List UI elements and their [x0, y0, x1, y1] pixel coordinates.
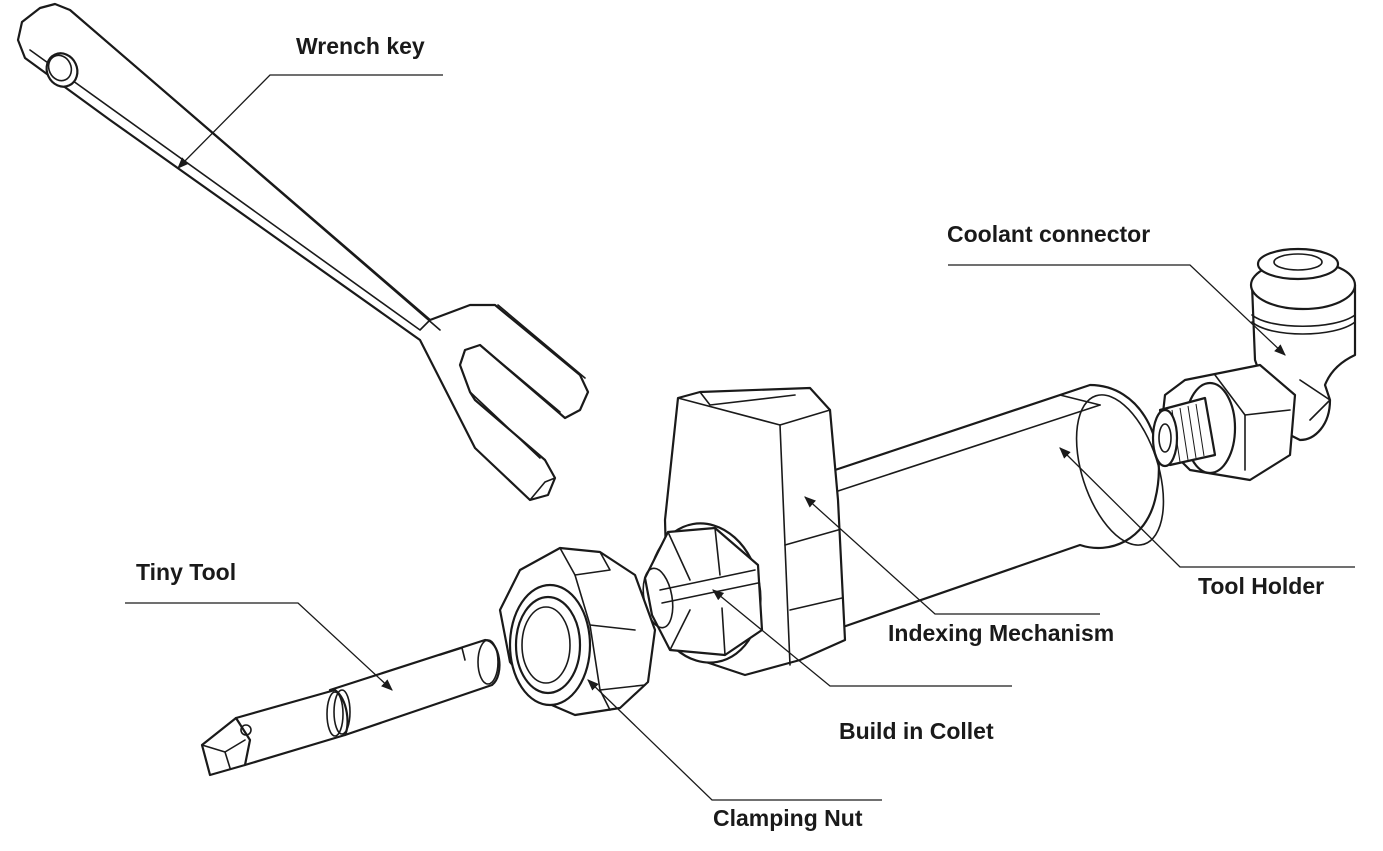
coolant-connector-part — [1151, 247, 1357, 482]
tiny-tool-part — [200, 638, 501, 777]
leader-lines — [125, 74, 1355, 801]
build-in-collet-part — [642, 522, 764, 664]
build-in-collet-label: Build in Collet — [839, 718, 994, 744]
tiny-tool-label: Tiny Tool — [136, 559, 237, 585]
leader-indexing-mechanism — [804, 496, 1100, 615]
tool-holder-part — [833, 383, 1165, 630]
leader-tool-holder — [1059, 447, 1355, 568]
indexing-mechanism-label: Indexing Mechanism — [888, 620, 1115, 646]
leader-coolant-connector — [948, 264, 1286, 356]
wrench-key-part — [16, 2, 590, 502]
wrench-key-label: Wrench key — [296, 33, 425, 59]
clamping-nut-label: Clamping Nut — [713, 805, 863, 831]
tool-holder-label: Tool Holder — [1198, 573, 1325, 599]
coolant-connector-label: Coolant connector — [947, 221, 1151, 247]
leader-clamping-nut — [587, 679, 882, 801]
leader-tiny-tool — [125, 602, 393, 691]
leader-build-in-collet — [712, 589, 1012, 687]
clamping-nut-part — [498, 546, 657, 717]
leader-wrench-key — [177, 74, 443, 169]
